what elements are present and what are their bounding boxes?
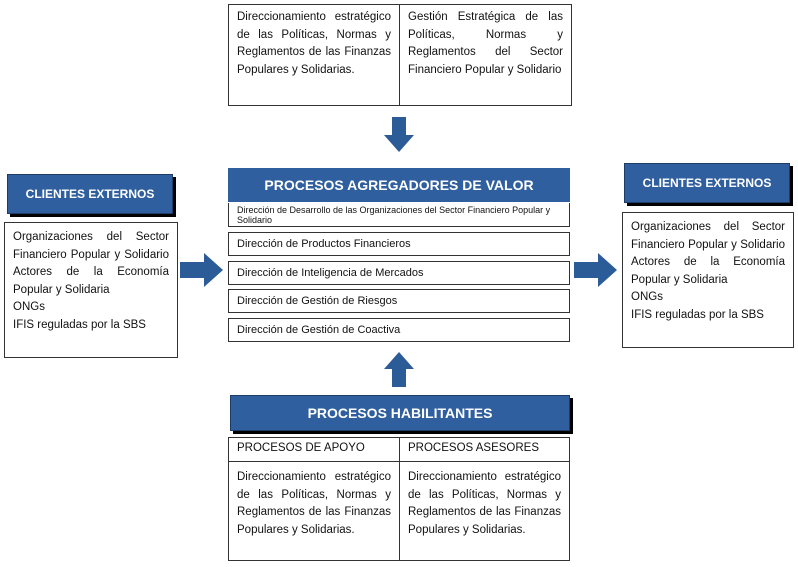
arrow-down-icon xyxy=(384,117,414,152)
arrow-right-icon xyxy=(574,253,617,287)
center-subtitle-row: Dirección de Desarrollo de las Organizac… xyxy=(228,203,570,227)
bottom-title: PROCESOS HABILITANTES xyxy=(230,395,570,431)
center-item-productos: Dirección de Productos Financieros xyxy=(228,232,570,256)
bottom-box: PROCESOS DE APOYO PROCESOS ASESORES Dire… xyxy=(228,437,570,561)
top-policy-box: Direccionamiento estratégico de las Polí… xyxy=(228,4,572,106)
right-clients-title: CLIENTES EXTERNOS xyxy=(624,163,790,203)
bottom-divider xyxy=(399,438,400,560)
left-clients-title-text: CLIENTES EXTERNOS xyxy=(25,187,155,201)
center-item-text: Dirección de Inteligencia de Mercados xyxy=(237,267,424,279)
left-clients-ongs: ONGs xyxy=(13,301,45,313)
center-item-riesgos: Dirección de Gestión de Riesgos xyxy=(228,289,570,313)
left-clients-ifis: IFIS reguladas por la SBS xyxy=(13,318,146,331)
bottom-title-text: PROCESOS HABILITANTES xyxy=(307,405,493,421)
center-item-coactiva: Dirección de Gestión de Coactiva xyxy=(228,318,570,342)
left-clients-text: Organizaciones del Sector Financiero Pop… xyxy=(13,231,169,296)
top-left-text: Direccionamiento estratégico de las Polí… xyxy=(237,11,391,76)
center-item-text: Dirección de Gestión de Coactiva xyxy=(237,324,401,336)
center-item-text: Dirección de Gestión de Riesgos xyxy=(237,295,398,307)
bottom-right-text: Direccionamiento estratégico de las Polí… xyxy=(408,471,561,536)
center-item-inteligencia: Dirección de Inteligencia de Mercados xyxy=(228,261,570,285)
top-divider xyxy=(399,5,400,105)
bottom-right-header: PROCESOS ASESORES xyxy=(400,438,569,462)
right-clients-title-text: CLIENTES EXTERNOS xyxy=(642,176,772,190)
center-title: PROCESOS AGREGADORES DE VALOR xyxy=(228,168,570,202)
center-subtitle-text: Dirección de Desarrollo de las Organizac… xyxy=(237,204,551,225)
right-clients-ongs: ONGs xyxy=(631,291,663,303)
bottom-left-text: Direccionamiento estratégico de las Polí… xyxy=(237,471,391,536)
left-clients-title: CLIENTES EXTERNOS xyxy=(7,174,173,214)
arrow-up-icon xyxy=(384,352,414,387)
top-right-text: Gestión Estratégica de las Políticas, No… xyxy=(408,11,563,76)
left-clients-box: Organizaciones del Sector Financiero Pop… xyxy=(4,222,178,358)
right-clients-ifis: IFIS reguladas por la SBS xyxy=(631,308,764,321)
right-clients-box: Organizaciones del Sector Financiero Pop… xyxy=(622,212,794,348)
center-item-text: Dirección de Productos Financieros xyxy=(237,238,411,250)
arrow-right-icon xyxy=(180,253,223,287)
right-clients-text: Organizaciones del Sector Financiero Pop… xyxy=(631,221,785,286)
bottom-left-header: PROCESOS DE APOYO xyxy=(229,438,399,462)
center-title-text: PROCESOS AGREGADORES DE VALOR xyxy=(264,177,534,193)
